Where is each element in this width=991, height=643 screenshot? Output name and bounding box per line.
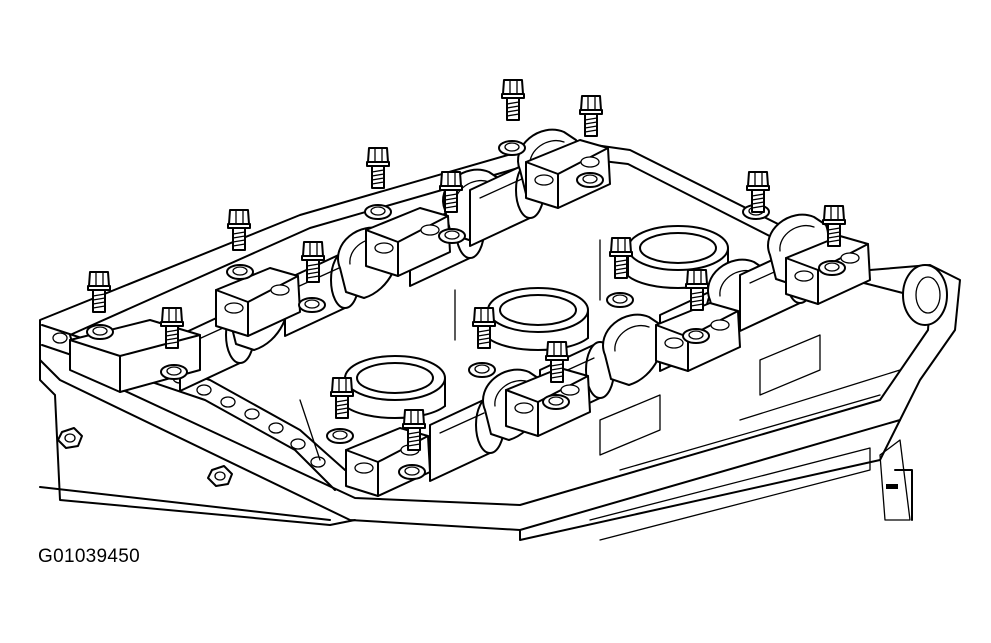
hex-bolt-left-upper	[58, 428, 82, 448]
bolt-7	[501, 79, 525, 121]
figure-id-label: G01039450	[38, 546, 141, 567]
detail-marks	[300, 240, 900, 489]
bolt-8	[579, 95, 603, 137]
cylinder-head-body	[40, 140, 960, 540]
hex-bolt-left-lower	[208, 466, 232, 486]
bolt-5	[366, 147, 390, 189]
